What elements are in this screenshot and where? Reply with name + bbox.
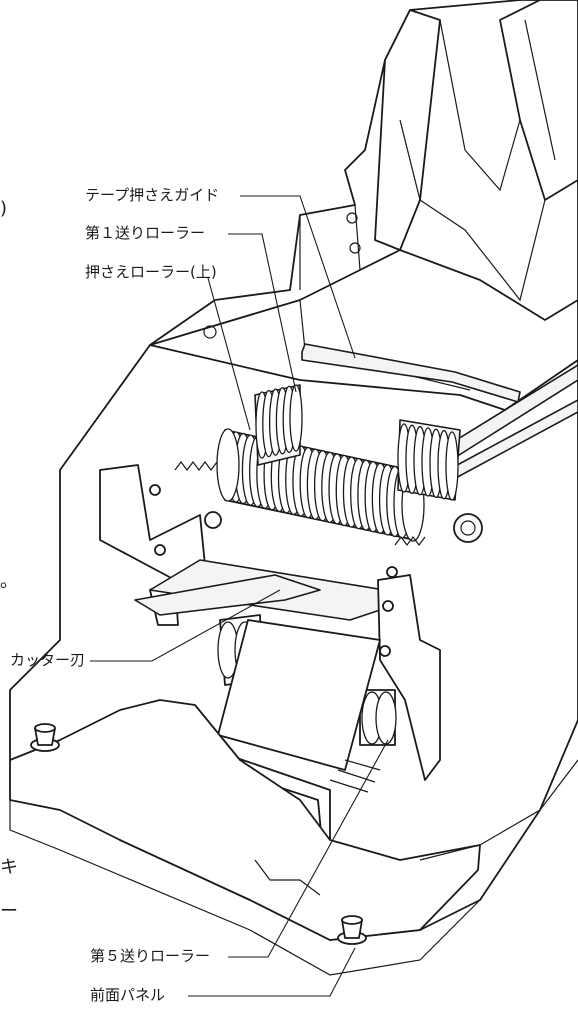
edge-fragment-period: 。: [0, 571, 18, 592]
right-feed-roller-ribs: [397, 423, 459, 501]
top-cover-panel: [149, 249, 578, 411]
leader-fifth-feed-roller: [228, 739, 389, 958]
thumb-screw-left: [30, 723, 60, 752]
cutter-blade: [134, 574, 321, 616]
first-feed-roller-ribs: [255, 384, 303, 459]
label-first-feed-roller: 第１送りローラー: [85, 224, 206, 242]
spring-right: [394, 536, 426, 546]
label-front-panel: 前面パネル: [90, 986, 166, 1004]
leader-tape-press-guide: [240, 195, 356, 359]
label-tape-press-guide: テープ押さえガイド: [85, 186, 220, 204]
tape-strip: [217, 619, 381, 771]
edge-fragment-dash: ー: [0, 901, 18, 922]
tape-press-guide-bar: [301, 343, 521, 403]
label-press-roller-upper: 押さえローラー(上): [85, 263, 217, 281]
leader-first-feed-roller: [228, 233, 297, 393]
leader-press-roller-upper: [207, 277, 251, 431]
front-panel: [9, 699, 481, 941]
leader-front-panel: [188, 947, 356, 997]
press-roller-end-left: [216, 428, 240, 502]
right-frame-plate: [377, 574, 441, 781]
leader-cutter-blade: [90, 589, 281, 662]
roller-rib: [445, 431, 459, 501]
roller-rib: [289, 384, 303, 452]
edge-fragment-paren: ): [0, 198, 8, 219]
thumb-screw-right: [337, 915, 367, 945]
spring-left: [174, 461, 218, 471]
label-fifth-feed-roller: 第５送りローラー: [90, 947, 211, 965]
label-cutter-blade: カッター刃: [10, 651, 86, 669]
edge-fragment-ki: キ: [0, 857, 18, 878]
side-knob: [453, 513, 483, 543]
